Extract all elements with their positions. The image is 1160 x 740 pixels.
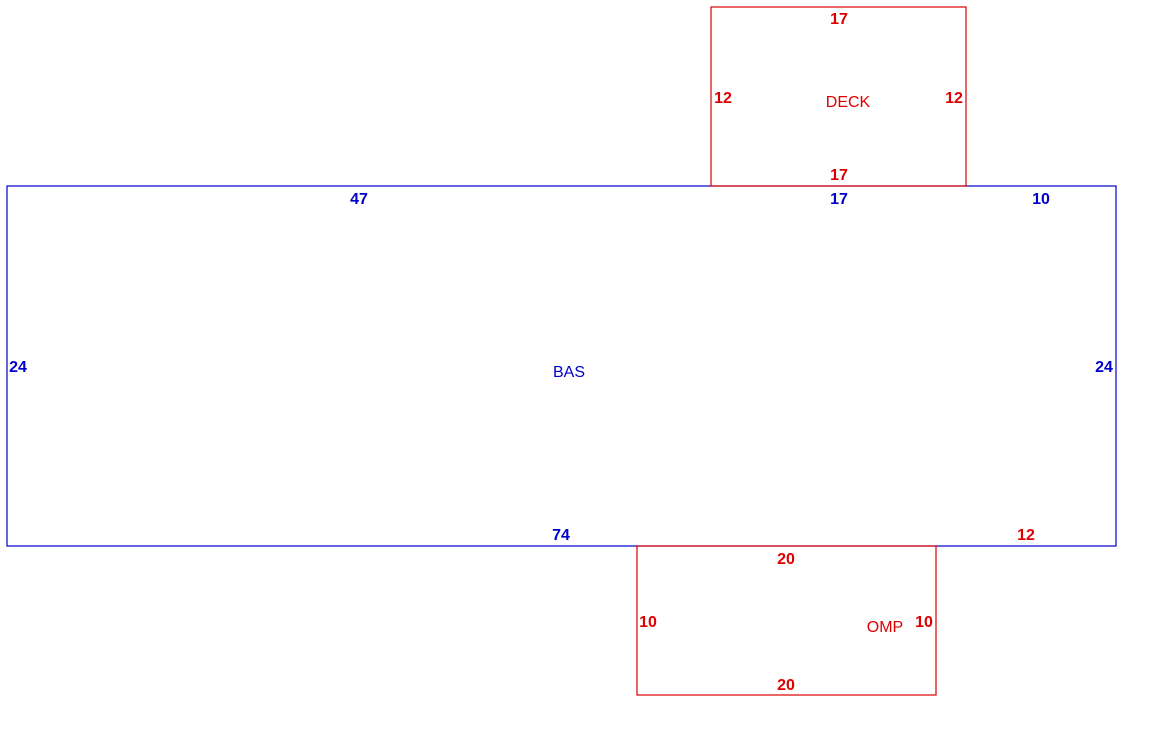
deck-bottom-dimension: 17 xyxy=(830,167,848,184)
omp-right-dimension: 10 xyxy=(915,614,933,631)
deck-right-dimension: 12 xyxy=(945,90,963,107)
deck-area: DECK 17 17 12 12 xyxy=(710,6,967,187)
omp-label: OMP xyxy=(867,619,903,636)
bas-label: BAS xyxy=(553,364,585,381)
omp-top-dimension: 20 xyxy=(777,551,795,568)
deck-left-dimension: 12 xyxy=(714,90,732,107)
bas-right-dimension: 24 xyxy=(1095,359,1113,376)
omp-bottom-dimension: 20 xyxy=(777,677,795,694)
omp-offset-dimension: 12 xyxy=(1017,527,1035,544)
bas-left-dimension: 24 xyxy=(9,359,27,376)
bas-top-right-dimension: 10 xyxy=(1032,191,1050,208)
deck-label: DECK xyxy=(826,94,871,111)
bas-area: BAS 47 17 10 24 24 74 xyxy=(6,185,1117,547)
deck-outline xyxy=(710,6,967,187)
bas-top-mid-dimension: 17 xyxy=(830,191,848,208)
omp-area: OMP 20 20 10 10 12 xyxy=(636,527,1035,696)
bas-top-left-dimension: 47 xyxy=(350,191,368,208)
omp-outline xyxy=(636,545,937,696)
deck-top-dimension: 17 xyxy=(830,11,848,28)
bas-bottom-dimension: 74 xyxy=(552,527,570,544)
bas-outline xyxy=(6,185,1117,547)
omp-left-dimension: 10 xyxy=(639,614,657,631)
